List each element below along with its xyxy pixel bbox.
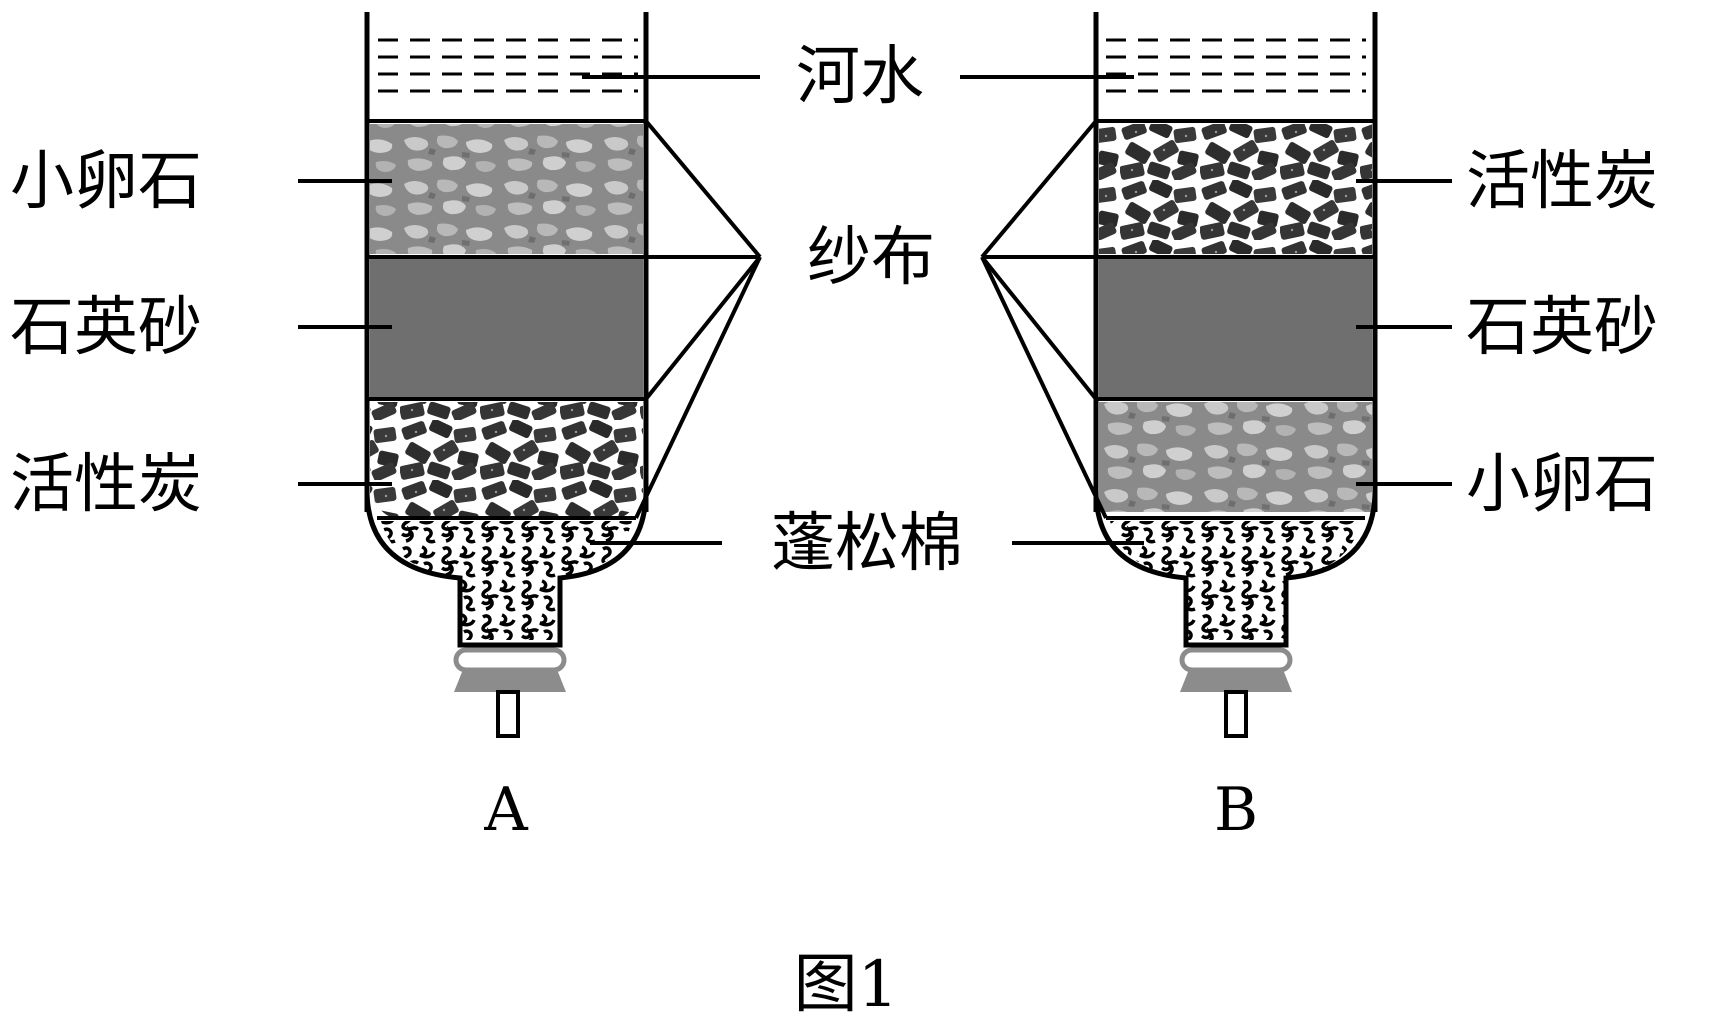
leader-gauze-b-1 — [980, 119, 1098, 259]
filter-b-pebble-layer — [1099, 402, 1372, 512]
filter-a-bottle-bottom — [364, 489, 649, 648]
filter-b-water-layer — [1106, 38, 1366, 93]
filter-a-sand-layer — [370, 259, 643, 397]
filter-a-clamp-ring — [453, 647, 567, 673]
filter-a-cotton — [381, 521, 632, 640]
figure-caption: 图1 — [794, 948, 899, 1022]
filter-a — [364, 12, 649, 738]
leader-gauze-a-1 — [644, 119, 762, 259]
filter-b-layer-label-3: 小卵石 — [1466, 448, 1658, 522]
filter-a-carbon-layer — [370, 402, 643, 518]
filter-b-outlet-tube — [1224, 690, 1248, 738]
label-gauze: 纱布 — [807, 221, 935, 295]
filter-b — [1093, 12, 1378, 738]
filter-a-outlet-tube — [496, 690, 520, 738]
leader-gauze-a-4 — [634, 256, 762, 519]
filter-a-caption: A — [483, 775, 528, 845]
leader-lines — [298, 75, 1452, 545]
filter-a-layer-label-1: 小卵石 — [10, 145, 202, 219]
filter-b-clamp — [1180, 672, 1292, 692]
filter-b-sand-layer — [1099, 259, 1372, 397]
filter-b-layer-label-1: 活性炭 — [1466, 145, 1658, 219]
filter-b-carbon-layer — [1099, 124, 1372, 254]
label-cotton: 蓬松棉 — [771, 507, 963, 581]
filter-a-layer-label-3: 活性炭 — [10, 448, 202, 522]
leader-gauze-a-3 — [644, 255, 762, 401]
filter-b-cotton — [1110, 521, 1361, 640]
filter-b-bottle-bottom — [1093, 489, 1378, 648]
filter-b-layer-label-2: 石英砂 — [1466, 291, 1658, 365]
leader-gauze-b-4 — [980, 256, 1108, 519]
filter-a-water-layer — [378, 38, 638, 93]
label-water: 河水 — [796, 40, 924, 114]
filter-a-clamp — [454, 672, 566, 692]
filter-a-layer-label-2: 石英砂 — [10, 291, 202, 365]
leader-gauze-b-3 — [980, 255, 1098, 401]
filter-a-pebble-layer — [370, 124, 643, 254]
filter-b-clamp-ring — [1179, 647, 1293, 673]
filter-b-caption: B — [1214, 775, 1258, 845]
